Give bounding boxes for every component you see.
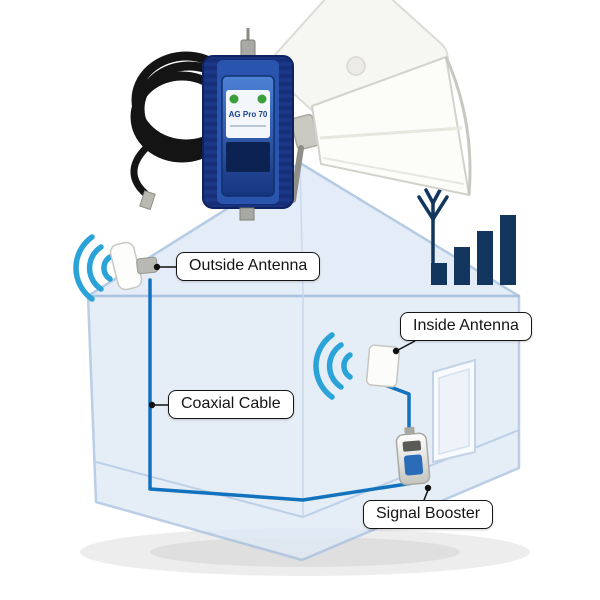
label-inside-antenna: Inside Antenna (400, 312, 532, 341)
label-leaders (148, 263, 432, 501)
inside-signal-arcs-icon (313, 332, 353, 400)
label-signal-booster: Signal Booster (363, 500, 494, 529)
cable-connector (139, 190, 156, 211)
outside-signal-arcs-icon (73, 234, 113, 302)
cell-tower-icon (417, 188, 449, 264)
amplifier-image: AG Pro 70 (202, 28, 294, 221)
outside-antenna-icon (109, 241, 158, 291)
amplifier-model-text: AG Pro 70 (229, 110, 268, 119)
door (432, 358, 476, 464)
inside-antenna-icon (365, 344, 401, 388)
signal-bars-icon (431, 215, 516, 285)
booster-to-inside-antenna-cable (383, 383, 411, 436)
signal-booster-icon (395, 426, 431, 486)
junction-box-knob (346, 56, 366, 76)
brand-logo-left (229, 94, 239, 104)
brand-logo-right (257, 94, 267, 104)
label-outside-antenna: Outside Antenna (176, 252, 321, 281)
label-coaxial-cable: Coaxial Cable (168, 390, 294, 419)
outdoor-antenna-image (290, 55, 472, 203)
amplifier-display (226, 142, 270, 172)
